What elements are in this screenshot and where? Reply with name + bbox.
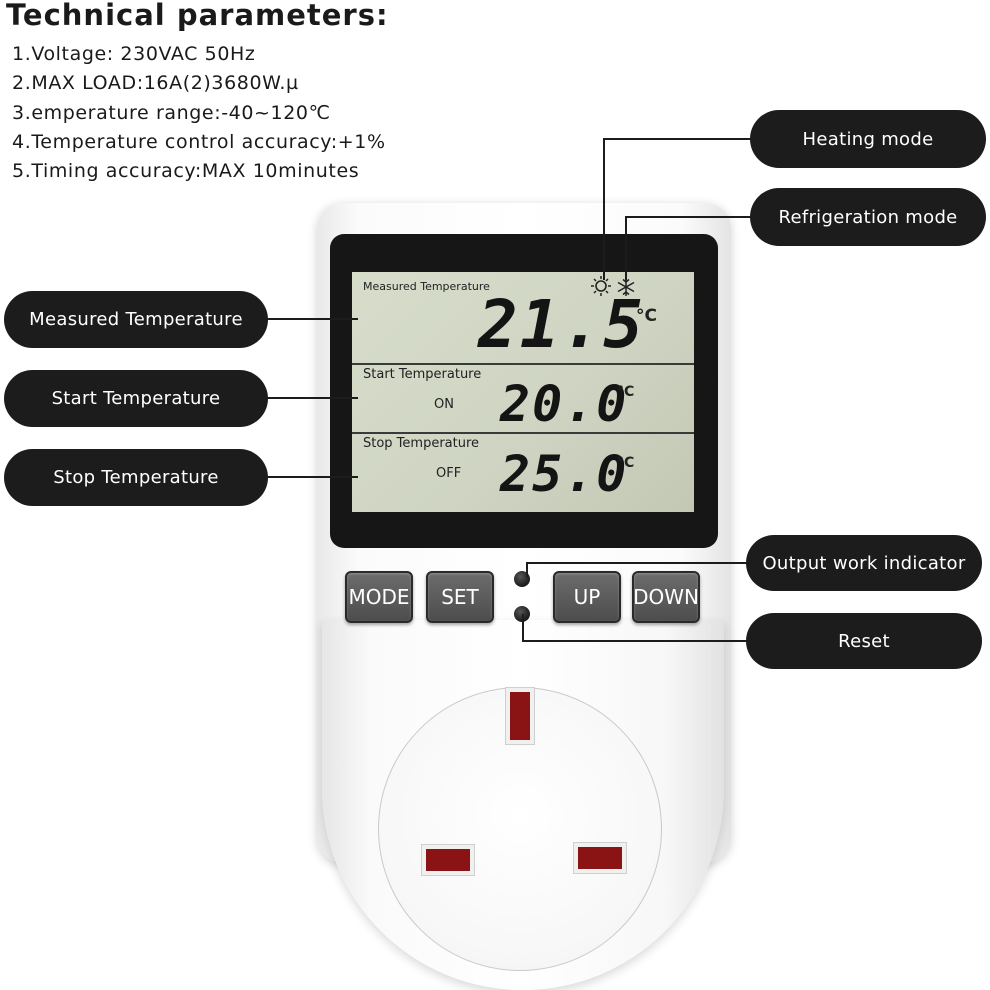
spec-control-accuracy: 4.Temperature control accuracy:+1% xyxy=(12,131,386,153)
reset-callout: Reset xyxy=(746,613,982,669)
lcd-measured-label: Measured Temperature xyxy=(363,280,490,293)
start-temperature-value: 20.0 xyxy=(500,375,629,433)
lcd-stop-state: OFF xyxy=(436,466,462,481)
spec-timing-accuracy: 5.Timing accuracy:MAX 10minutes xyxy=(12,160,360,182)
spec-temperature-range: 3.emperature range:-40~120℃ xyxy=(12,102,331,124)
sun-icon xyxy=(590,275,612,297)
output-work-indicator-callout: Output work indicator xyxy=(746,535,982,591)
stop-temperature-value: 25.0 xyxy=(500,445,629,503)
measured-temperature-value: 21.5 xyxy=(478,286,645,363)
refrigeration-mode-callout: Refrigeration mode xyxy=(750,188,986,246)
lcd-stop-label: Stop Temperature xyxy=(363,436,480,451)
start-temperature-callout: Start Temperature xyxy=(4,370,268,427)
down-button[interactable]: DOWN xyxy=(632,571,700,623)
stop-temperature-callout: Stop Temperature xyxy=(4,449,268,506)
lcd-screen xyxy=(352,272,694,512)
heating-leader-horizontal xyxy=(603,138,753,140)
start-leader xyxy=(266,397,358,399)
spec-max-load: 2.MAX LOAD:16A(2)3680W.µ xyxy=(12,72,299,94)
reset-leader-horizontal xyxy=(522,640,748,642)
output-leader-horizontal xyxy=(526,562,748,564)
lcd-divider-1 xyxy=(352,363,694,365)
stop-leader xyxy=(266,476,358,478)
heating-leader-vertical xyxy=(603,138,605,280)
snowflake-icon xyxy=(616,277,636,297)
lcd-divider-2 xyxy=(352,432,694,434)
heating-mode-callout: Heating mode xyxy=(750,110,986,168)
start-unit: °C xyxy=(617,384,635,400)
reset-leader-vertical xyxy=(522,614,524,641)
lcd-start-label: Start Temperature xyxy=(363,367,482,382)
refrigeration-leader-vertical xyxy=(625,216,627,280)
set-button[interactable]: SET xyxy=(426,571,494,623)
heading: Technical parameters: xyxy=(6,0,389,32)
output-leader-vertical xyxy=(526,562,528,577)
measured-temperature-callout: Measured Temperature xyxy=(4,291,268,348)
stop-unit: °C xyxy=(617,455,635,471)
measured-leader xyxy=(266,318,358,320)
live-slot xyxy=(574,843,626,873)
lcd-start-state: ON xyxy=(434,397,454,412)
up-button[interactable]: UP xyxy=(553,571,621,623)
measured-unit: °C xyxy=(636,306,657,326)
earth-slot xyxy=(506,688,534,744)
refrigeration-leader-horizontal xyxy=(625,216,753,218)
spec-voltage: 1.Voltage: 230VAC 50Hz xyxy=(12,43,256,65)
mode-button[interactable]: MODE xyxy=(345,571,413,623)
neutral-slot xyxy=(422,845,474,875)
